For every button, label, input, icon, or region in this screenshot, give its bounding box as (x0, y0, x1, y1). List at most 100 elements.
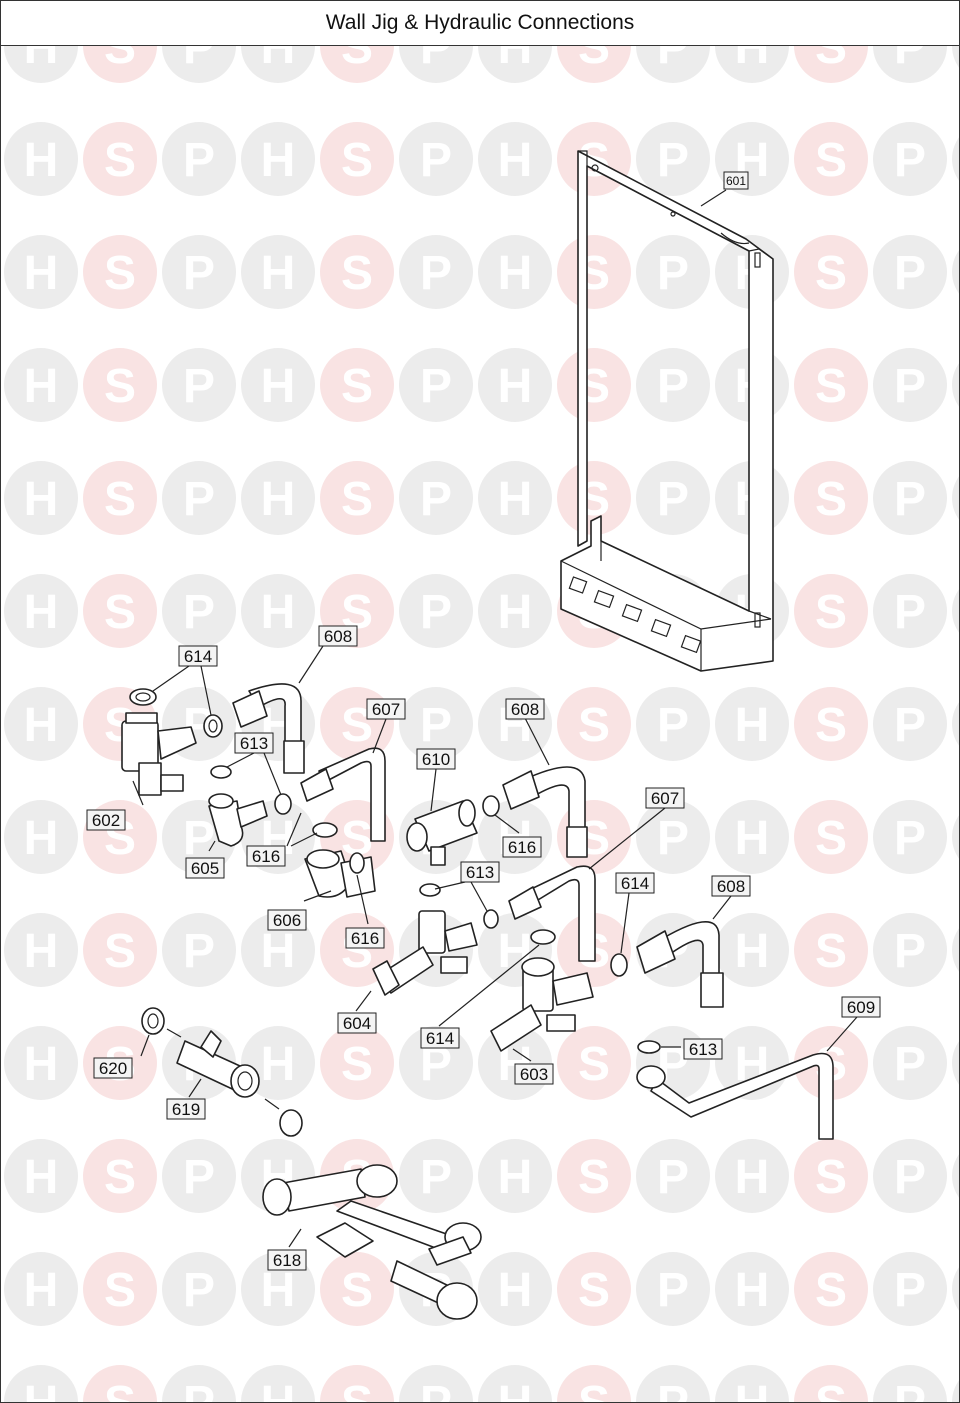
watermark-letter: S (104, 473, 136, 526)
label-602: 602 (86, 809, 126, 831)
watermark-letter: S (104, 1377, 136, 1402)
watermark-letter: S (104, 360, 136, 413)
washer-616-d (482, 795, 500, 817)
watermark-circle (794, 574, 868, 648)
label-605: 605 (185, 857, 225, 879)
watermark-circle (952, 702, 959, 746)
watermark-circle (715, 1139, 789, 1213)
label-613-c: 613 (683, 1038, 723, 1060)
svg-text:619: 619 (172, 1100, 200, 1119)
svg-text:610: 610 (422, 750, 450, 769)
watermark-circle (794, 122, 868, 196)
watermark-circle (715, 1252, 789, 1326)
pipe-608-c (636, 921, 724, 1008)
watermark-letter: P (657, 247, 689, 300)
watermark-letter: P (183, 1377, 215, 1402)
watermark-letter: P (183, 360, 215, 413)
washer-613-b (419, 883, 441, 897)
watermark-letter: S (815, 1151, 847, 1204)
label-607-b: 607 (645, 787, 685, 809)
label-609: 609 (841, 996, 881, 1018)
watermark-letter: H (735, 1264, 770, 1317)
watermark-letter: S (578, 1038, 610, 1091)
watermark-letter: H (24, 1151, 59, 1204)
watermark-circle (952, 928, 959, 972)
watermark-letter: P (894, 586, 926, 639)
watermark-circle (952, 137, 959, 181)
watermark-letter: P (894, 1038, 926, 1091)
watermark-circle (794, 461, 868, 535)
watermark-circle (162, 461, 236, 535)
watermark-letter: H (735, 812, 770, 865)
label-608-c: 608 (711, 875, 751, 897)
watermark-letter: H (261, 1264, 296, 1317)
svg-text:609: 609 (847, 998, 875, 1017)
watermark-letter: S (815, 812, 847, 865)
label-620: 620 (93, 1057, 133, 1079)
watermark-circle (162, 1139, 236, 1213)
watermark-letter: P (894, 699, 926, 752)
watermark-letter: P (894, 247, 926, 300)
watermark-circle (636, 1252, 710, 1326)
watermark-letter: H (24, 812, 59, 865)
svg-text:618: 618 (273, 1251, 301, 1270)
watermark-circle (4, 1139, 78, 1213)
watermark-circle (952, 589, 959, 633)
watermark-letter: P (657, 473, 689, 526)
watermark-letter: P (183, 812, 215, 865)
watermark-circle (873, 1139, 947, 1213)
watermark-letter: P (420, 360, 452, 413)
watermark-letter: S (815, 247, 847, 300)
label-601: 601 (723, 171, 749, 190)
watermark-letter: P (183, 473, 215, 526)
watermark-letter: S (341, 1377, 373, 1402)
watermark-letter: S (341, 1264, 373, 1317)
label-610: 610 (416, 748, 456, 770)
watermark-letter: H (498, 586, 533, 639)
watermark-letter: H (735, 1151, 770, 1204)
watermark-circle (320, 122, 394, 196)
valve-610 (406, 799, 478, 866)
watermark-circle (320, 1026, 394, 1100)
watermark-circle (4, 348, 78, 422)
watermark-letter: S (104, 586, 136, 639)
watermark-circle (83, 913, 157, 987)
watermark-circle (320, 461, 394, 535)
watermark-circle (162, 1365, 236, 1402)
watermark-circle (952, 363, 959, 407)
svg-text:601: 601 (726, 174, 746, 188)
watermark-circle (320, 348, 394, 422)
pipe-607-b (508, 865, 596, 962)
watermark-letter: H (498, 473, 533, 526)
watermark-circle (873, 1365, 947, 1402)
watermark-circle (636, 687, 710, 761)
watermark-circle (241, 913, 315, 987)
watermark-circle (952, 1267, 959, 1311)
valve-604 (372, 910, 478, 996)
watermark-letter: H (498, 1377, 533, 1402)
watermark-circle (873, 1252, 947, 1326)
watermark-circle (399, 122, 473, 196)
fitting-619 (176, 1030, 260, 1098)
watermark-letter: H (261, 586, 296, 639)
label-614-b: 614 (615, 872, 655, 894)
watermark-letter: S (815, 473, 847, 526)
watermark-letter: H (498, 1264, 533, 1317)
watermark-letter: H (261, 360, 296, 413)
watermark-circle (399, 461, 473, 535)
watermark-circle (399, 235, 473, 309)
watermark-circle (794, 687, 868, 761)
watermark-circle (636, 1139, 710, 1213)
pipe-608-a (232, 683, 305, 774)
watermark-circle (4, 574, 78, 648)
watermark-letter: H (498, 1151, 533, 1204)
watermark-letter: H (498, 360, 533, 413)
watermark-letter: P (420, 1377, 452, 1402)
watermark-circle (241, 348, 315, 422)
label-616-a: 616 (246, 845, 286, 867)
svg-text:605: 605 (191, 859, 219, 878)
watermark-circle (873, 461, 947, 535)
watermark-circle (636, 800, 710, 874)
watermark-circle (557, 1026, 631, 1100)
